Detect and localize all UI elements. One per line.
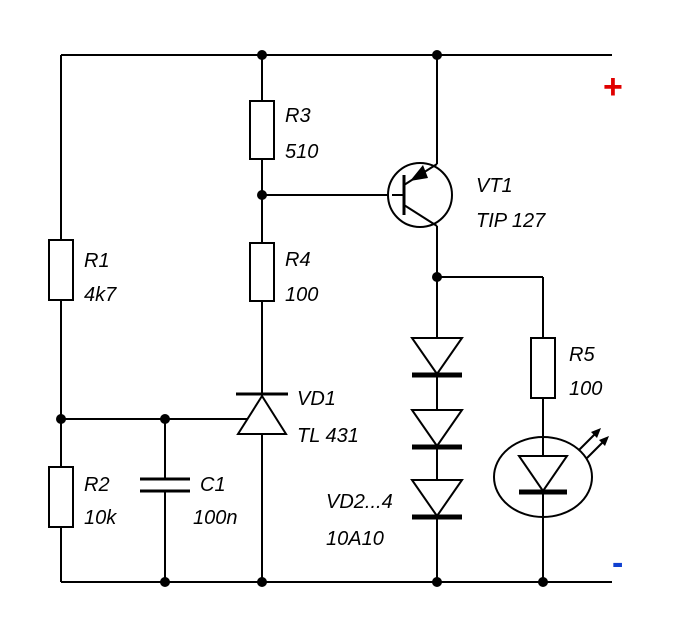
junction-dot <box>160 577 170 587</box>
negative-terminal-label: - <box>612 544 623 582</box>
resistor-r5 <box>530 337 556 399</box>
r4-name: R4 <box>285 249 311 271</box>
junction-dot <box>432 50 442 60</box>
junction-dot <box>432 577 442 587</box>
led-diode <box>517 455 569 493</box>
diode-vd2 <box>410 337 464 376</box>
r5-name: R5 <box>569 344 595 366</box>
r3-name: R3 <box>285 105 311 127</box>
junction-dot <box>257 50 267 60</box>
resistor-r1 <box>48 239 74 301</box>
r2-value: 10k <box>84 507 117 529</box>
junction-dot <box>257 577 267 587</box>
diode-vd4 <box>410 479 464 518</box>
resistor-r3 <box>249 100 275 160</box>
vd1-value: TL 431 <box>297 425 359 447</box>
r4-value: 100 <box>285 284 318 306</box>
junction-dot <box>257 190 267 200</box>
vd2-4-value: 10A10 <box>326 528 384 550</box>
r3-value: 510 <box>285 141 318 163</box>
vd1-name: VD1 <box>297 388 336 410</box>
r5-value: 100 <box>569 378 602 400</box>
junction-dot <box>56 414 66 424</box>
junction-dot <box>432 272 442 282</box>
r1-value: 4k7 <box>84 284 117 306</box>
r2-name: R2 <box>84 474 110 496</box>
vt1-name: VT1 <box>476 175 513 197</box>
r1-name: R1 <box>84 250 110 272</box>
vt1-collector-lead <box>403 204 438 227</box>
diode-vd3 <box>410 409 464 448</box>
resistor-r2 <box>48 466 74 528</box>
c1-name: C1 <box>200 474 226 496</box>
led-light-arrows-icon <box>578 428 609 459</box>
zener-vd1 <box>236 394 288 435</box>
vd2-4-name: VD2...4 <box>326 491 393 513</box>
resistor-r4 <box>249 242 275 302</box>
c1-value: 100n <box>193 507 238 529</box>
junction-dot <box>538 577 548 587</box>
positive-terminal-label: + <box>603 68 623 106</box>
vt1-value: TIP 127 <box>476 210 546 232</box>
junction-dot <box>160 414 170 424</box>
vt1-emitter-arrow <box>410 165 428 181</box>
